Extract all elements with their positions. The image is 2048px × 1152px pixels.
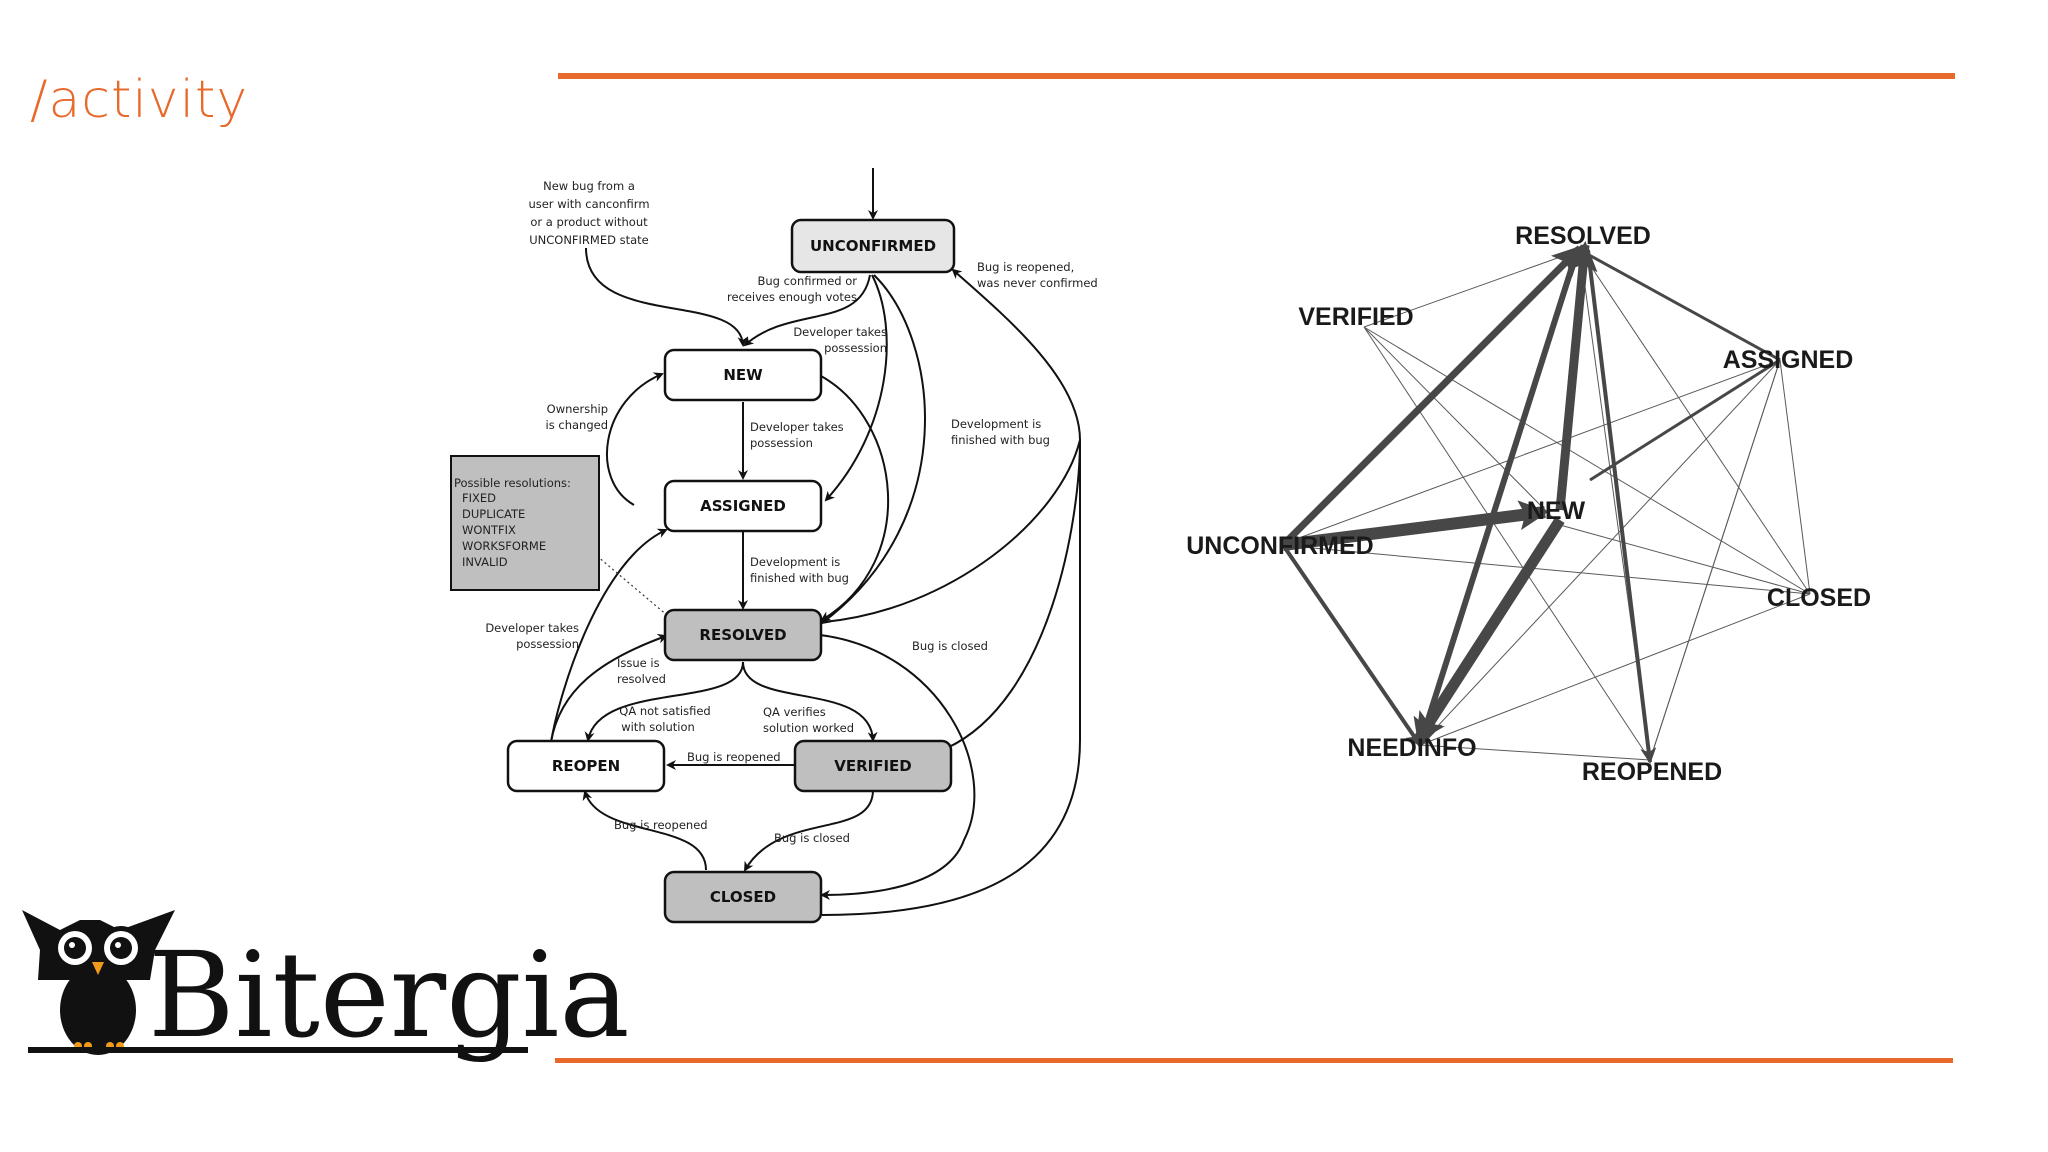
state-label: UNCONFIRMED — [810, 237, 936, 255]
note-qa-not-satisfied: with solution — [621, 720, 695, 734]
note-qa-not-satisfied: QA not satisfied — [619, 704, 710, 718]
resolution-item: FIXED — [462, 491, 496, 505]
note-bug-closed: Bug is closed — [912, 639, 988, 653]
graph-thin-edges — [1279, 249, 1811, 761]
resolution-item: WORKSFORME — [462, 539, 546, 553]
logo-underline — [28, 1047, 528, 1053]
graph-node-unconfirmed: UNCONFIRMED — [1186, 532, 1374, 560]
graph-node-new: NEW — [1527, 497, 1586, 525]
state-transitions — [550, 168, 1082, 916]
graph-node-resolved: RESOLVED — [1515, 222, 1651, 250]
state-reopen: REOPEN — [506, 739, 666, 793]
note-dev-takes: Developer takes — [793, 325, 887, 339]
state-label: NEW — [723, 366, 763, 384]
note-issue-resolved: resolved — [617, 672, 666, 686]
note-dev-takes: possession — [750, 436, 813, 450]
state-verified: VERIFIED — [793, 739, 953, 793]
state-label: VERIFIED — [834, 757, 912, 775]
resolutions-heading: Possible resolutions: — [454, 476, 571, 490]
note-dev-takes: Developer takes — [750, 420, 844, 434]
note-confirmed: Bug confirmed or — [757, 274, 857, 288]
graph-node-needinfo: NEEDINFO — [1347, 734, 1476, 762]
slide-title: /activity — [30, 70, 249, 130]
state-resolved: RESOLVED — [663, 608, 823, 662]
note-qa-verifies: QA verifies — [763, 705, 826, 719]
note-ownership: Ownership — [547, 402, 608, 416]
graph-node-reopened: REOPENED — [1582, 758, 1722, 786]
note-ownership: is changed — [546, 418, 608, 432]
state-new: NEW — [663, 348, 823, 402]
graph-thick-edges — [1280, 241, 1781, 764]
note-dev-finished: finished with bug — [951, 433, 1050, 447]
transition-notes: New bug from a user with canconfirm or a… — [485, 179, 1097, 845]
note-issue-resolved: Issue is — [617, 656, 660, 670]
graph-node-closed: CLOSED — [1767, 584, 1871, 612]
state-label: CLOSED — [710, 888, 776, 906]
state-label: RESOLVED — [699, 626, 786, 644]
bottom-accent-rule — [555, 1058, 1953, 1063]
state-label: ASSIGNED — [700, 497, 786, 515]
note-dev-finished: Development is — [750, 555, 840, 569]
graph-node-verified: VERIFIED — [1298, 303, 1413, 331]
note-dev-takes: possession — [516, 637, 579, 651]
resolutions-box: Possible resolutions: FIXED DUPLICATE WO… — [450, 455, 600, 591]
graph-node-assigned: ASSIGNED — [1723, 346, 1854, 374]
note-qa-verifies: solution worked — [763, 721, 854, 735]
note-dev-finished: Development is — [951, 417, 1041, 431]
note-reopened-never-confirmed: Bug is reopened, — [977, 260, 1074, 274]
note-bug-reopened: Bug is reopened — [687, 750, 781, 764]
note-dev-takes: possession — [824, 341, 887, 355]
resolutions-connector — [596, 555, 669, 617]
resolution-item: DUPLICATE — [462, 507, 525, 521]
resolution-item: WONTFIX — [462, 523, 516, 537]
note-new-bug: New bug from a — [543, 179, 635, 193]
note-new-bug: or a product without — [530, 215, 648, 229]
note-confirmed: receives enough votes — [727, 290, 857, 304]
state-label: REOPEN — [552, 757, 620, 775]
note-dev-takes: Developer takes — [485, 621, 579, 635]
brand-wordmark: Bitergia — [148, 926, 630, 1064]
note-reopened-never-confirmed: was never confirmed — [977, 276, 1098, 290]
state-unconfirmed: UNCONFIRMED — [790, 218, 956, 274]
state-closed: CLOSED — [663, 870, 823, 924]
note-bug-reopened: Bug is reopened — [614, 818, 708, 832]
note-bug-closed: Bug is closed — [774, 831, 850, 845]
note-new-bug: UNCONFIRMED state — [529, 233, 649, 247]
note-dev-finished: finished with bug — [750, 571, 849, 585]
state-assigned: ASSIGNED — [663, 479, 823, 533]
owl-icon — [22, 910, 175, 1055]
top-accent-rule — [558, 73, 1955, 79]
note-new-bug: user with canconfirm — [528, 197, 649, 211]
resolution-item: INVALID — [462, 555, 508, 569]
